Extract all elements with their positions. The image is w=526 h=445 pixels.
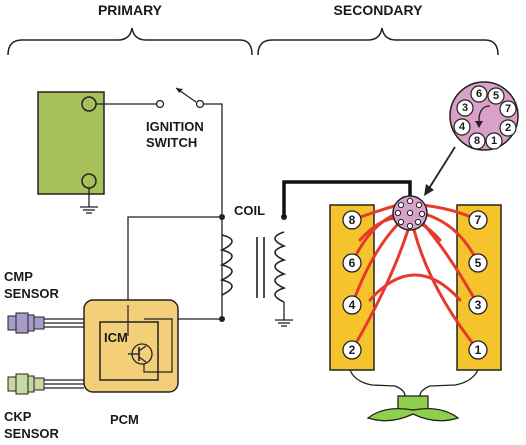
switch-arrow <box>176 88 183 93</box>
cap-terminal-8: 8 <box>474 135 480 147</box>
engine-front-outline <box>349 369 479 397</box>
ignition-coil <box>219 231 287 303</box>
junction-dot-2 <box>219 316 225 322</box>
ckp-sensor-label-1: CKP <box>4 409 32 424</box>
cylinder-6-label: 6 <box>349 256 356 270</box>
cylinder-4-label: 4 <box>349 298 356 312</box>
cmp-sensor <box>7 312 84 334</box>
ignition-switch-label-2: SWITCH <box>146 135 197 150</box>
switch-contact-right <box>195 99 205 109</box>
coil-label: COIL <box>234 203 265 218</box>
cylinder-1-label: 1 <box>475 343 482 357</box>
icm-label: ICM <box>104 330 128 345</box>
cap-terminal-4: 4 <box>459 121 466 133</box>
switch-contact-left <box>155 99 165 109</box>
battery-ground-symbol <box>80 206 98 214</box>
primary-brace <box>7 27 253 56</box>
pcm-power-wire <box>127 216 222 305</box>
switch-to-coil-wire <box>203 103 223 319</box>
left-bank-plugs <box>342 210 362 360</box>
cap-terminal-6: 6 <box>476 88 482 100</box>
junction-dot <box>219 214 225 220</box>
cylinder-7-label: 7 <box>475 213 482 227</box>
cooling-fan <box>366 395 460 422</box>
secondary-label: SECONDARY <box>334 2 424 18</box>
cylinder-3-label: 3 <box>475 298 482 312</box>
coil-ground-symbol <box>275 319 293 327</box>
cylinder-2-label: 2 <box>349 343 356 357</box>
pcm-label: PCM <box>110 412 139 427</box>
pcm-internal-wiring <box>127 305 173 373</box>
cap-terminal-2: 2 <box>505 122 511 134</box>
coil-tower-lead <box>282 180 412 217</box>
cap-callout-arrow <box>424 184 434 196</box>
cap-terminal-1: 1 <box>491 135 497 147</box>
right-bank-plugs <box>468 210 488 360</box>
ignition-switch-label-1: IGNITION <box>146 119 204 134</box>
cmp-sensor-label-1: CMP <box>4 269 33 284</box>
transistor-symbol <box>128 343 153 365</box>
cmp-sensor-label-2: SENSOR <box>4 286 60 301</box>
distributor-cap-detail <box>449 81 519 151</box>
ckp-sensor <box>7 373 84 395</box>
battery <box>37 91 105 195</box>
cap-terminal-5: 5 <box>493 90 499 102</box>
primary-label: PRIMARY <box>98 2 163 18</box>
cylinder-5-label: 5 <box>475 256 482 270</box>
distributor-cap <box>392 195 428 231</box>
cap-terminal-3: 3 <box>462 102 468 114</box>
secondary-brace <box>257 27 499 56</box>
ckp-sensor-label-2: SENSOR <box>4 426 60 441</box>
cap-callout-line <box>427 146 456 191</box>
cylinder-8-label: 8 <box>349 213 356 227</box>
cap-terminal-7: 7 <box>505 103 511 115</box>
